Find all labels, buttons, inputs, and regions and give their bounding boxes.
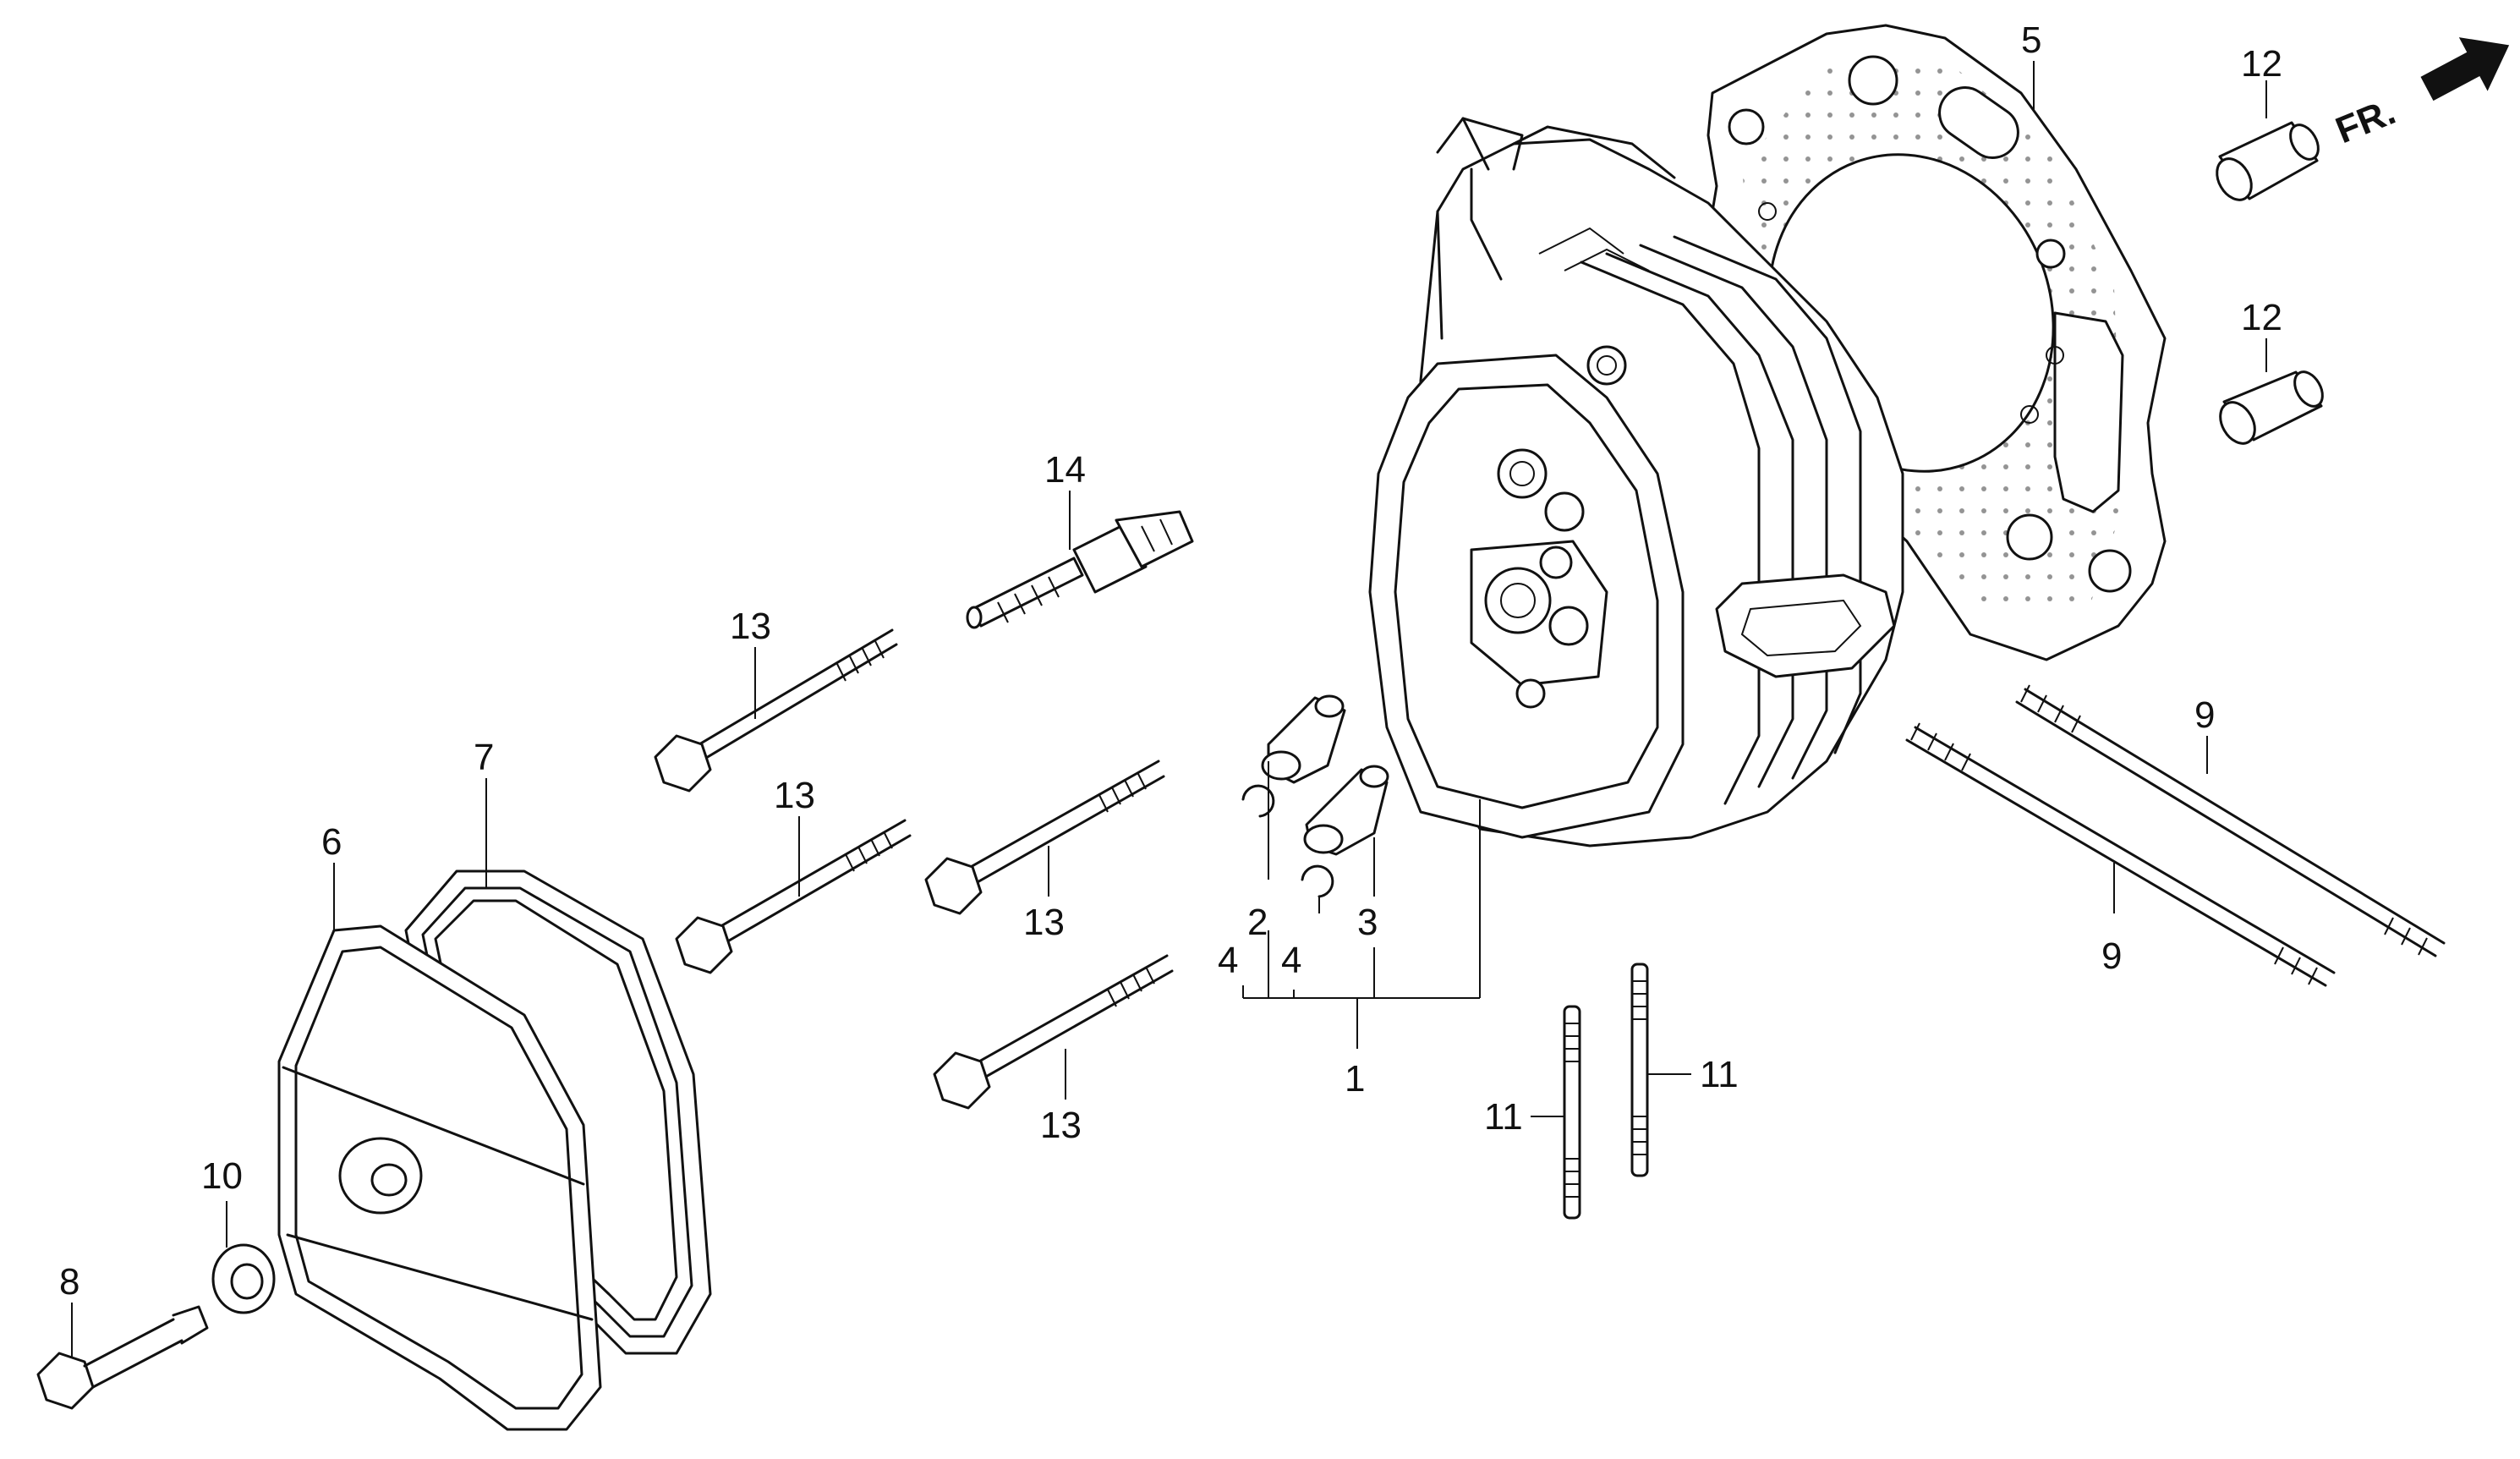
sealing-washer <box>211 1243 276 1314</box>
bolt-13a <box>654 628 898 793</box>
front-arrow-icon <box>2420 37 2510 101</box>
head-cover <box>277 924 602 1431</box>
bolt-13b <box>675 819 912 974</box>
part-label-9a: 9 <box>2194 694 2215 736</box>
cover-bolt <box>36 1305 209 1410</box>
cylinder-head <box>1368 117 1904 847</box>
bolt-13d <box>933 954 1174 1110</box>
part-label-13a: 13 <box>730 606 771 647</box>
part-label-12b: 12 <box>2241 297 2282 338</box>
part-label-7: 7 <box>474 737 494 778</box>
part-label-11a: 11 <box>1484 1096 1523 1138</box>
part-label-4a: 4 <box>1218 940 1238 981</box>
part-label-11b: 11 <box>1700 1054 1739 1095</box>
stud-9a <box>2015 684 2446 957</box>
head-gasket <box>1698 24 2167 661</box>
part-label-12a: 12 <box>2241 43 2282 85</box>
valve-guide-3 <box>1303 765 1389 856</box>
front-direction-label: FR. <box>2330 91 2401 151</box>
assembly-bracket <box>1242 761 1481 1049</box>
dowel-pin-12a <box>2216 121 2320 201</box>
part-label-13b: 13 <box>774 775 815 816</box>
valve-guide-2 <box>1261 694 1346 784</box>
dowel-pin-12b <box>2219 370 2324 445</box>
spark-plug <box>966 510 1194 629</box>
stud-9b <box>1905 722 2336 987</box>
part-label-8: 8 <box>59 1261 79 1303</box>
bolt-13c <box>924 760 1165 915</box>
part-label-3: 3 <box>1357 902 1378 943</box>
part-label-14: 14 <box>1044 449 1086 491</box>
part-label-1: 1 <box>1345 1058 1365 1100</box>
part-label-6: 6 <box>321 821 342 863</box>
part-label-9b: 9 <box>2101 935 2122 977</box>
part-label-5: 5 <box>2021 19 2041 61</box>
valve-clip-4b <box>1301 864 1334 898</box>
part-label-13d: 13 <box>1040 1105 1082 1146</box>
part-label-2: 2 <box>1247 902 1268 943</box>
part-label-13c: 13 <box>1023 902 1065 943</box>
front-direction-indicator: FR. <box>2330 37 2510 151</box>
part-label-10: 10 <box>201 1155 243 1197</box>
stud-11a <box>1563 1005 1581 1220</box>
part-labels: 5 12 12 14 13 13 13 13 7 6 10 8 2 3 4 4 … <box>59 19 2282 1303</box>
stud-11b <box>1630 963 1649 1177</box>
part-label-4b: 4 <box>1281 940 1301 981</box>
leader-lines <box>71 61 2267 1358</box>
